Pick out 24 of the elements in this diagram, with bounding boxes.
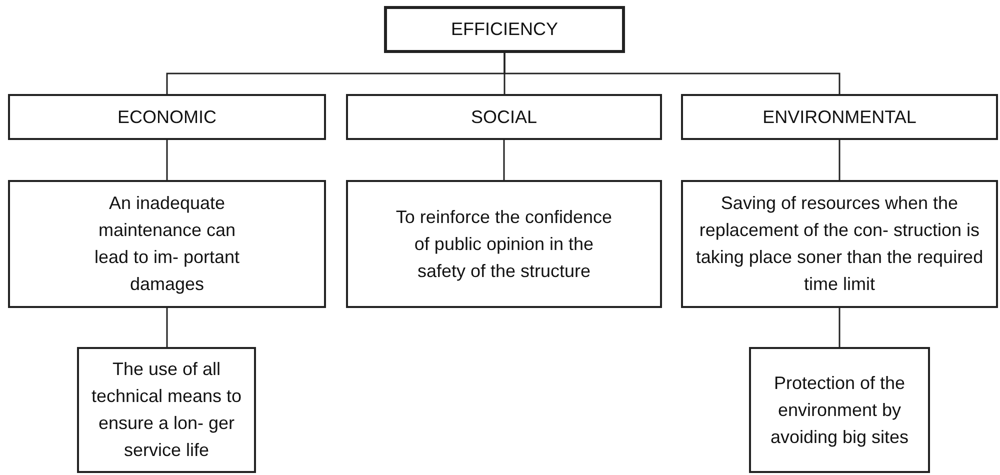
category-box — [681, 94, 998, 140]
connector-line — [166, 140, 168, 180]
detail-box — [749, 347, 930, 473]
detail-box — [77, 347, 256, 473]
connector-line — [504, 53, 840, 94]
description-box — [8, 180, 326, 308]
connector-line — [503, 140, 505, 180]
node-text: SOCIAL — [470, 106, 538, 128]
node-text: ECONOMIC — [118, 106, 216, 128]
node-text: The use of all technical means to ensure a lon- ger service life — [90, 358, 243, 462]
node-text: An inadequate maintenance can lead to im- portant damages — [93, 192, 241, 296]
description-box — [346, 180, 662, 308]
node-text: ENVIRONMENTAL — [762, 106, 916, 128]
node-text: EFFICIENCY — [450, 18, 558, 41]
node-text: Saving of resources when the replacement of the con- struction is taking place soner than the required time limit — [694, 192, 984, 296]
connector-line — [838, 140, 840, 180]
connector-line — [166, 308, 168, 347]
title-box — [384, 6, 625, 53]
description-box — [681, 180, 998, 308]
category-box — [8, 94, 326, 140]
category-box — [346, 94, 662, 140]
node-text: Protection of the environment by avoiding big sites — [769, 372, 910, 449]
node-text: To reinforce the confidence of public opinion in the safety of the structure — [394, 206, 614, 283]
connector-line — [838, 308, 840, 347]
